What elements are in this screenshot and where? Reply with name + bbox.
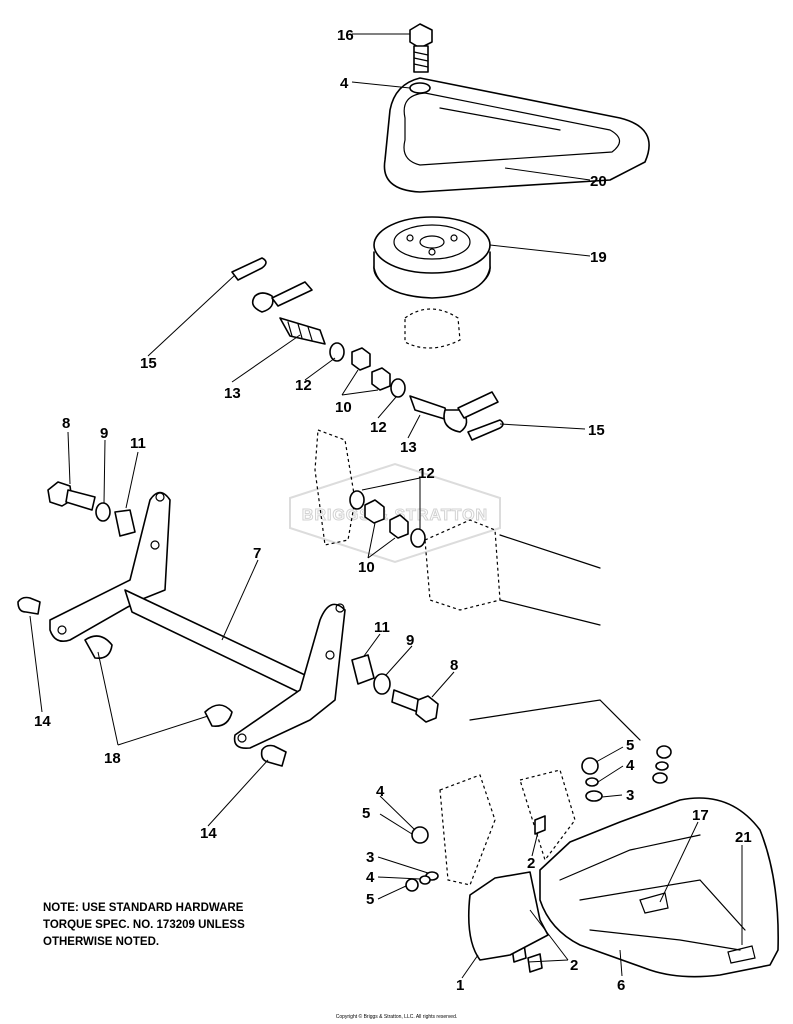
- screw-5-left: [405, 878, 419, 892]
- callout-17: 17: [692, 807, 709, 824]
- eye-bolt-13-right: [409, 391, 499, 433]
- eye-bolt-13-left: [251, 281, 326, 345]
- callout-4-left: 4: [366, 869, 375, 886]
- callout-16: 16: [337, 27, 354, 44]
- phantom-parts: [314, 308, 641, 886]
- note-line-3: OTHERWISE NOTED.: [43, 936, 160, 948]
- callout-14-right: 14: [200, 825, 217, 842]
- callout-21: 21: [735, 829, 752, 846]
- callout-10-b: 10: [358, 559, 375, 576]
- screw-2-a: [534, 815, 546, 835]
- washer-3-right: [585, 790, 603, 802]
- callout-3-left: 3: [366, 849, 374, 866]
- spacer-11-right: [351, 654, 375, 685]
- pin-14-left: [17, 596, 41, 615]
- callout-2-upper: 2: [527, 855, 535, 872]
- lock-washer-4-right: [585, 777, 599, 787]
- cotter-pin-15-right: [467, 419, 504, 441]
- washer-9-right: [373, 673, 391, 695]
- note-line-1: NOTE: USE STANDARD HARDWARE: [43, 902, 244, 914]
- bolt-16: [409, 23, 433, 73]
- callout-15-right: 15: [588, 422, 605, 439]
- callout-5-left: 5: [366, 891, 374, 908]
- callout-labels: 16 4 20 19 15 13 12 10 12 13 15 8 9 11 1…: [34, 27, 752, 994]
- belt: [383, 77, 650, 193]
- callout-4-left-top: 4: [376, 783, 385, 800]
- callout-18: 18: [104, 750, 121, 767]
- washer-12-b: [390, 378, 406, 398]
- callout-8-right: 8: [450, 657, 458, 674]
- callout-6: 6: [617, 977, 625, 994]
- callout-12-c: 12: [418, 465, 435, 482]
- bolt-8-right: [391, 689, 439, 723]
- callout-5-left-top: 5: [362, 805, 370, 822]
- leader-lines: [29, 33, 743, 979]
- watermark: BRIGGS & STRATTON: [289, 462, 501, 564]
- washer-9-left: [95, 502, 111, 522]
- copyright-text: Copyright © Briggs & Stratton, LLC. All …: [335, 1014, 458, 1020]
- callout-9-right: 9: [406, 632, 414, 649]
- callout-12-a: 12: [295, 377, 312, 394]
- spring-18-b: [204, 704, 233, 728]
- hardware-note: NOTE: USE STANDARD HARDWARE TORQUE SPEC.…: [43, 900, 245, 951]
- cotter-pin-15-left: [231, 257, 267, 281]
- callout-12-b: 12: [370, 419, 387, 436]
- callout-10-a: 10: [335, 399, 352, 416]
- nut-5-right-b: [656, 745, 672, 759]
- lock-washer-4-left: [419, 875, 431, 885]
- callout-20: 20: [590, 173, 607, 190]
- callout-4-right: 4: [626, 757, 635, 774]
- svg-text:BRIGGS & STRATTON: BRIGGS & STRATTON: [302, 507, 488, 524]
- shield-6: [539, 797, 779, 978]
- nut-10-a: [351, 347, 371, 371]
- pivot-bracket: [49, 491, 346, 750]
- note-line-2: TORQUE SPEC. NO. 173209 UNLESS: [43, 919, 245, 931]
- nut-10-b: [371, 367, 391, 391]
- washer-3-right-b: [652, 772, 668, 784]
- callout-2-lower: 2: [570, 957, 578, 974]
- washer-12: [329, 342, 345, 362]
- nut-5-right: [581, 757, 599, 775]
- callout-4-top: 4: [340, 75, 349, 92]
- pulley: [373, 216, 491, 299]
- nut-10-d: [389, 514, 409, 539]
- bracket-1: [467, 871, 549, 961]
- callout-19: 19: [590, 249, 607, 266]
- spring-18-a: [84, 635, 113, 660]
- callout-7: 7: [253, 545, 261, 562]
- spacer-11-left: [114, 509, 136, 537]
- nut-5-left: [411, 826, 429, 844]
- callout-15-left: 15: [140, 355, 157, 372]
- callout-14-left: 14: [34, 713, 51, 730]
- lock-washer-4-top: [409, 82, 431, 94]
- screw-2-d: [527, 953, 543, 973]
- callout-5-right: 5: [626, 737, 634, 754]
- callout-11-right: 11: [374, 619, 390, 636]
- callout-8-left: 8: [62, 415, 70, 432]
- callout-3-right: 3: [626, 787, 634, 804]
- callout-13-left: 13: [224, 385, 241, 402]
- nut-10-c: [364, 499, 385, 524]
- callout-11-left: 11: [130, 435, 146, 452]
- callout-13-right: 13: [400, 439, 417, 456]
- washer-12-d: [410, 528, 426, 548]
- callout-9-left: 9: [100, 425, 108, 442]
- bolt-8-left: [47, 481, 96, 511]
- washer-12-c: [349, 490, 365, 510]
- washer-4-right-b: [655, 761, 669, 771]
- callout-1: 1: [456, 977, 464, 994]
